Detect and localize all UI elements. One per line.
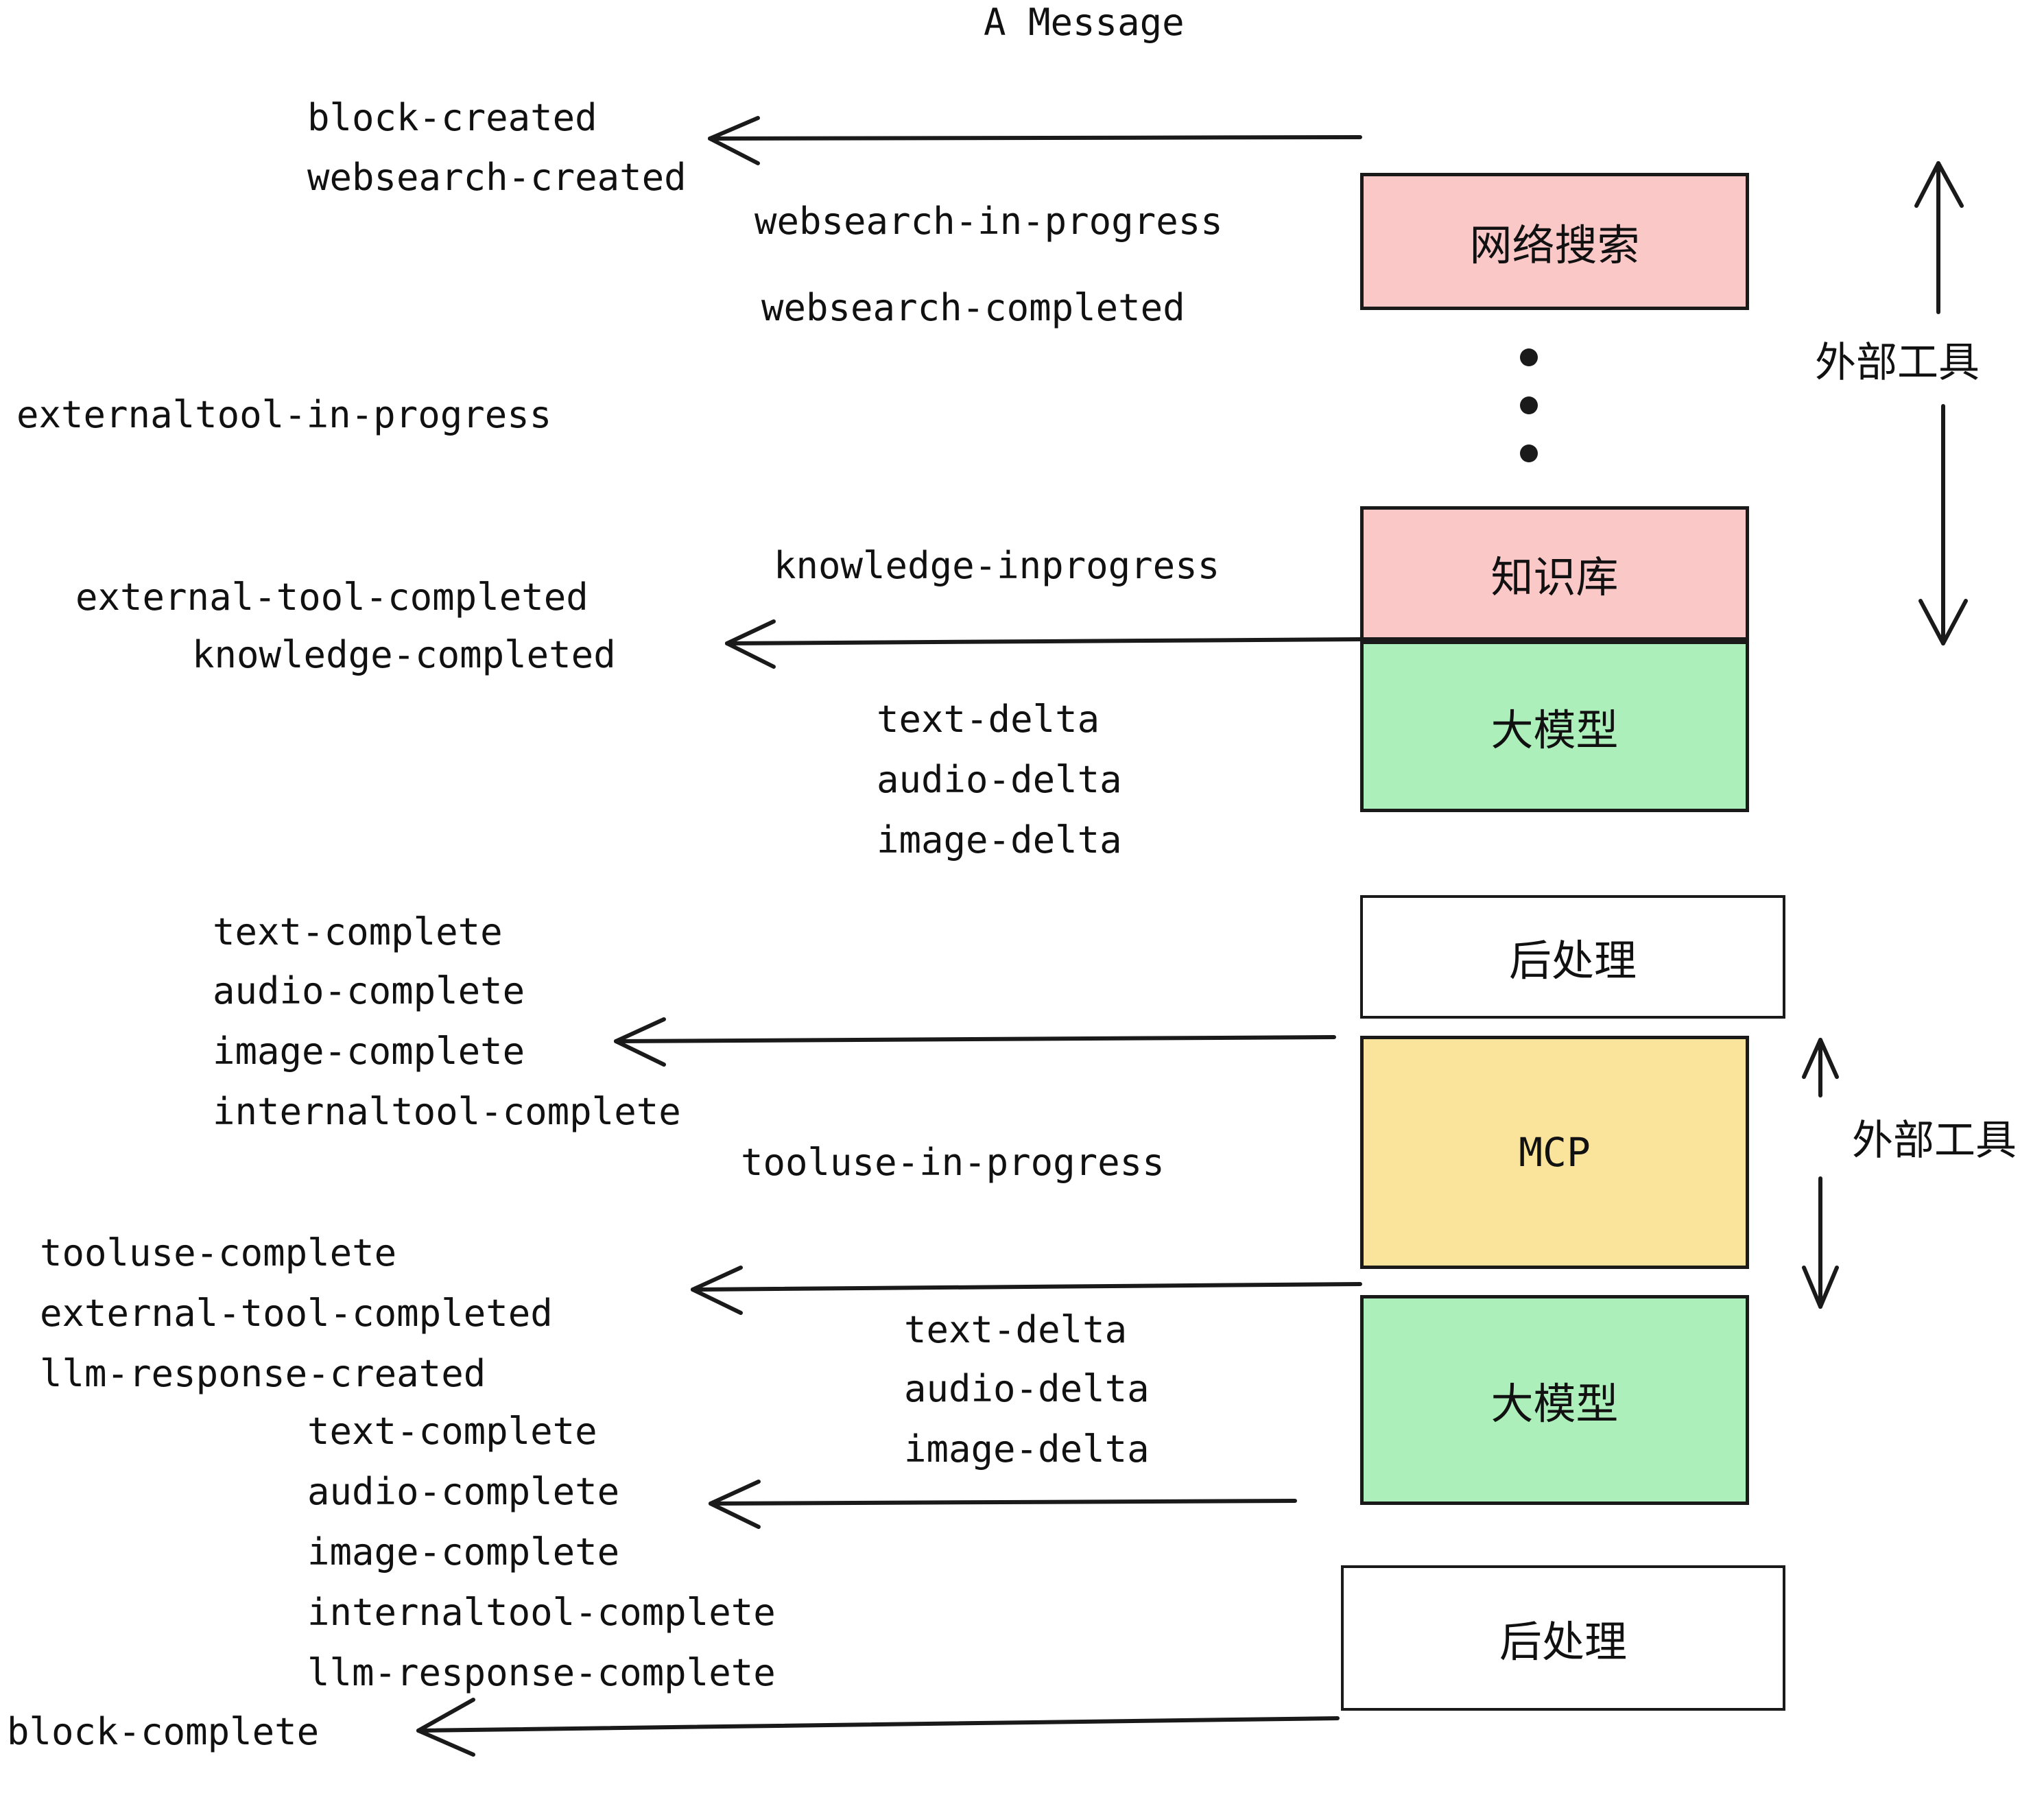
node-llm-top-label: 大模型 [1490, 705, 1619, 755]
event-block-created: block-created [307, 96, 597, 139]
event-audio-delta-1: audio-delta [877, 758, 1122, 801]
event-tooluse-complete: tooluse-complete [40, 1231, 397, 1274]
event-llm-response-complete: llm-response-complete [307, 1651, 776, 1694]
event-internaltool-complete-2: internaltool-complete [307, 1591, 776, 1634]
node-knowledge-label: 知识库 [1490, 552, 1619, 602]
node-llm-bottom-label: 大模型 [1490, 1379, 1619, 1429]
ellipsis-dot-1 [1520, 348, 1538, 366]
node-mcp-label: MCP [1519, 1129, 1591, 1176]
event-text-complete-2: text-complete [307, 1410, 597, 1453]
diagram-title: A Message [984, 1, 1185, 44]
event-text-delta-1: text-delta [877, 698, 1100, 741]
node-post-bottom-label: 后处理 [1499, 1617, 1627, 1667]
event-websearch-created: websearch-created [307, 156, 687, 199]
event-externaltool-in-progress: externaltool-in-progress [16, 393, 552, 436]
event-internaltool-complete-1: internaltool-complete [213, 1090, 681, 1133]
node-llm-top[interactable]: 大模型 [1360, 641, 1749, 812]
side-label-external-tools-top: 外部工具 [1815, 339, 1980, 387]
node-post-top-label: 后处理 [1508, 936, 1637, 986]
event-audio-delta-2: audio-delta [904, 1367, 1150, 1410]
event-knowledge-inprogress: knowledge-inprogress [774, 544, 1220, 587]
event-audio-complete-1: audio-complete [213, 969, 525, 1012]
ellipsis-dot-2 [1520, 396, 1538, 414]
event-image-delta-1: image-delta [877, 818, 1122, 862]
event-external-tool-completed-2: external-tool-completed [40, 1292, 553, 1335]
node-post-top[interactable]: 后处理 [1360, 895, 1785, 1019]
event-llm-response-created: llm-response-created [40, 1352, 486, 1395]
event-knowledge-completed: knowledge-completed [192, 633, 616, 676]
event-websearch-in-progress: websearch-in-progress [754, 200, 1223, 243]
event-image-delta-2: image-delta [904, 1427, 1150, 1471]
event-block-complete: block-complete [7, 1710, 320, 1753]
node-post-bottom[interactable]: 后处理 [1341, 1565, 1785, 1711]
side-label-external-tools-bottom: 外部工具 [1852, 1117, 2017, 1165]
node-knowledge[interactable]: 知识库 [1360, 506, 1749, 641]
ellipsis-dot-3 [1520, 444, 1538, 462]
node-websearch[interactable]: 网络搜索 [1360, 173, 1749, 310]
node-websearch-label: 网络搜索 [1469, 220, 1640, 270]
node-mcp[interactable]: MCP [1360, 1036, 1749, 1269]
event-text-complete-1: text-complete [213, 910, 503, 953]
event-text-delta-2: text-delta [904, 1308, 1128, 1351]
event-tooluse-in-progress: tooluse-in-progress [741, 1141, 1165, 1184]
node-llm-bottom[interactable]: 大模型 [1360, 1295, 1749, 1505]
event-image-complete-2: image-complete [307, 1530, 620, 1574]
event-external-tool-completed-1: external-tool-completed [75, 575, 589, 619]
event-websearch-completed: websearch-completed [761, 286, 1185, 329]
event-image-complete-1: image-complete [213, 1030, 525, 1073]
event-audio-complete-2: audio-complete [307, 1470, 620, 1513]
